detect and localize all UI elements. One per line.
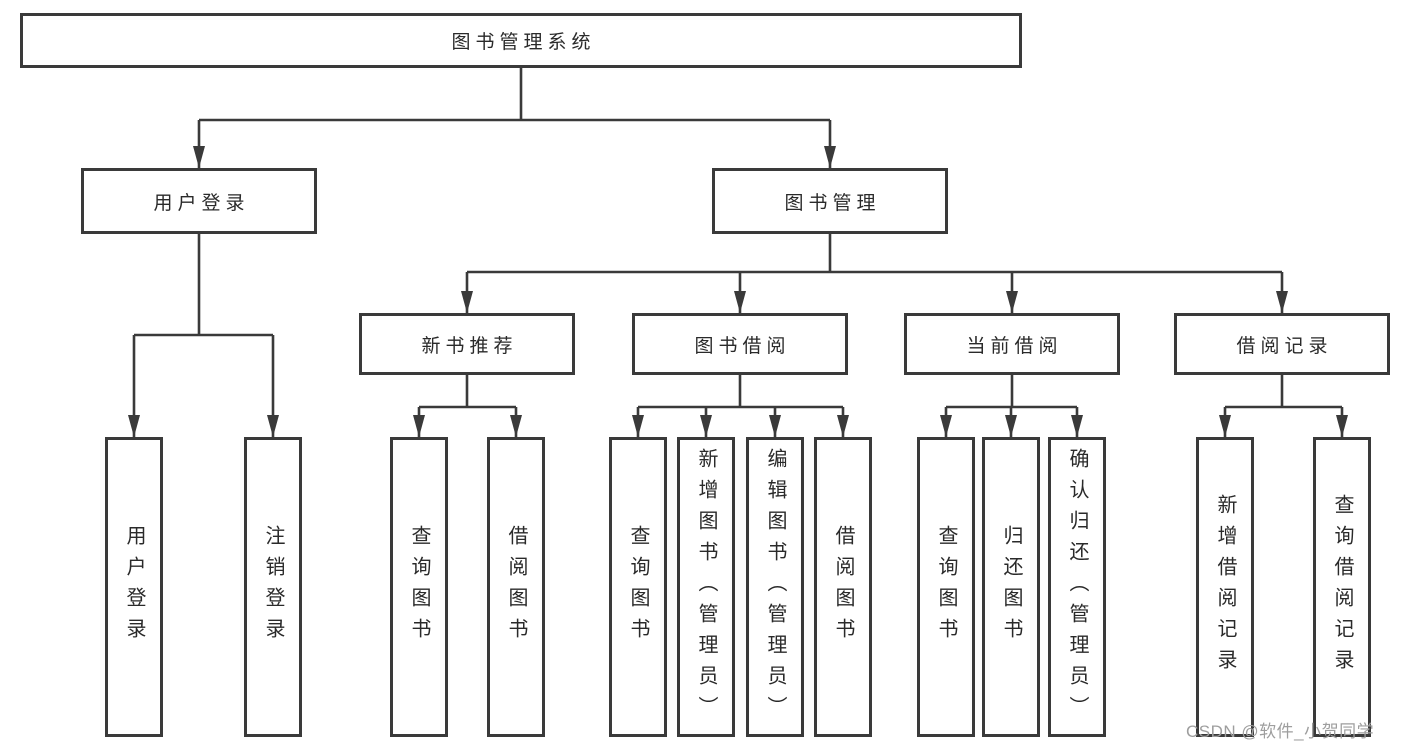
connector-trunk (946, 375, 1077, 409)
node-label: 图书管理 (784, 192, 881, 214)
node-label: 查询图书 (627, 525, 649, 649)
node-borrow-record: 借阅记录 (1174, 313, 1390, 375)
node-br-query-record: 查询借阅记录 (1313, 437, 1371, 737)
node-label: 新增图书（管理员） (695, 447, 717, 727)
node-current-borrow: 当前借阅 (904, 313, 1120, 375)
node-label: 新书推荐 (421, 335, 518, 357)
node-user-login: 用户登录 (81, 168, 317, 234)
node-label: 借阅图书 (832, 525, 854, 649)
node-rec-borrow-book: 借阅图书 (487, 437, 545, 737)
node-bb-borrow-book: 借阅图书 (814, 437, 872, 737)
node-new-book-rec: 新书推荐 (359, 313, 575, 375)
node-book-borrow: 图书借阅 (632, 313, 848, 375)
node-label: 借阅记录 (1236, 335, 1333, 357)
node-cb-query-book: 查询图书 (917, 437, 975, 737)
node-label: 图书借阅 (694, 335, 791, 357)
node-rec-query-book: 查询图书 (390, 437, 448, 737)
node-label: 新增借阅记录 (1214, 494, 1236, 680)
node-leaf-logout: 注销登录 (244, 437, 302, 737)
node-label: 确认归还（管理员） (1066, 447, 1088, 727)
node-cb-return-book: 归还图书 (982, 437, 1040, 737)
node-label: 图书管理系统 (451, 32, 596, 53)
connector-trunk (419, 375, 516, 409)
node-bb-add-book: 新增图书（管理员） (677, 437, 735, 737)
node-leaf-user-login: 用户登录 (105, 437, 163, 737)
node-label: 编辑图书（管理员） (764, 447, 786, 727)
node-label: 用户登录 (123, 525, 145, 649)
node-book-mgmt: 图书管理 (712, 168, 948, 234)
node-label: 用户登录 (153, 192, 250, 214)
connector-trunk (199, 68, 830, 122)
node-br-add-record: 新增借阅记录 (1196, 437, 1254, 737)
node-label: 归还图书 (1000, 525, 1022, 649)
connector-trunk (1225, 375, 1342, 409)
node-label: 注销登录 (262, 525, 284, 649)
node-label: 借阅图书 (505, 525, 527, 649)
node-label: 查询图书 (408, 525, 430, 649)
node-label: 查询图书 (935, 525, 957, 649)
node-bb-query-book: 查询图书 (609, 437, 667, 737)
connector-trunk (467, 234, 1282, 274)
connector-trunk (134, 234, 273, 337)
node-label: 查询借阅记录 (1331, 494, 1353, 680)
node-cb-confirm-return: 确认归还（管理员） (1048, 437, 1106, 737)
node-label: 当前借阅 (966, 335, 1063, 357)
node-root: 图书管理系统 (20, 13, 1022, 68)
node-bb-edit-book: 编辑图书（管理员） (746, 437, 804, 737)
connector-trunk (638, 375, 843, 409)
watermark: CSDN @软件_小贺同学 (1186, 722, 1375, 741)
